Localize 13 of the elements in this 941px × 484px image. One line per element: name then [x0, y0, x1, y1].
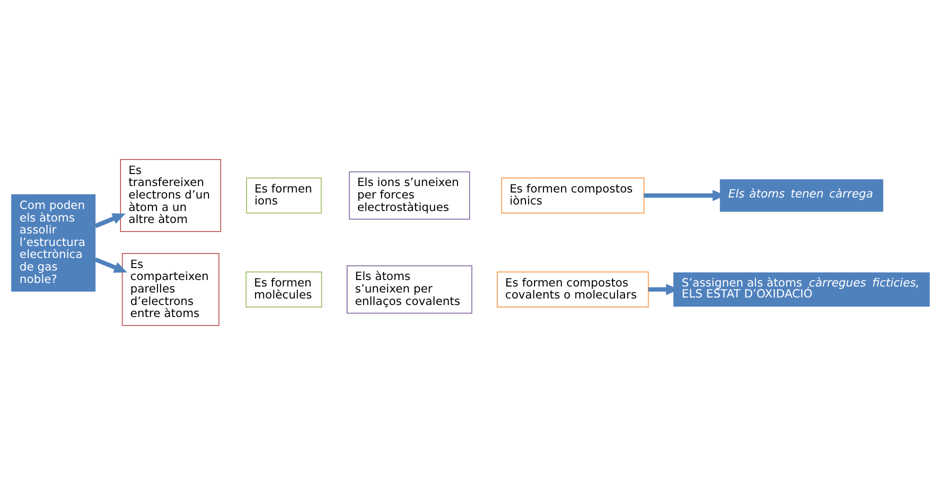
node-box: Es formen ions [246, 177, 322, 214]
arrow [94, 256, 128, 272]
node-box: Es comparteixen parelles d’electrons entre àtoms [122, 252, 220, 326]
node-box: Com poden els àtoms assolir l’estructura electrònica de gas noble? [11, 194, 96, 292]
node-box: Es transfereixen electrons d’un àtom a un altre àtom [120, 158, 222, 232]
node-box: Es formen compostos covalents o moleculars [496, 270, 649, 307]
node-box: Es formen molècules [246, 270, 322, 307]
node-box: Els ions s’uneixen per forces electrostàtiques [348, 170, 470, 220]
arrow [94, 212, 126, 228]
node-box: S’assignen als àtoms càrregues ficticies, ELS ESTAT D’OXIDACIÓ [673, 272, 930, 306]
node-box: Es formen compostos iònics [501, 177, 644, 214]
node-box: Els àtoms s’uneixen per enllaços covalents [346, 264, 472, 314]
node-box: Els àtoms tenen càrrega [720, 178, 884, 212]
